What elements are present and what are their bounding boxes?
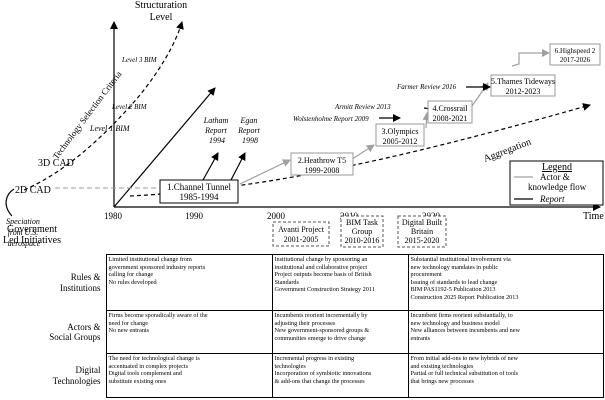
latham-arrow xyxy=(202,152,219,181)
matrix-row-rules-institutions: Rules &Institutions Limited institutiona… xyxy=(40,254,604,311)
armitt-review-label: Armitt Review 2013 xyxy=(334,103,391,111)
egan-report-label: Egan Report 1998 xyxy=(237,116,262,145)
framework-matrix: Rules &Institutions Limited institutiona… xyxy=(40,254,604,398)
legend: Legend Actor &knowledge flow Report xyxy=(509,160,604,206)
legend-title: Legend xyxy=(542,162,572,173)
level-1-bim-label: Level 1 BIM xyxy=(89,124,131,133)
speciation-note: Speciation from U.S. aerospace xyxy=(6,217,42,248)
level-3-bim-label: Level 3 BIM xyxy=(121,56,158,64)
egan-arrow xyxy=(230,152,246,181)
matrix-cell: Incumbent firms reorient substantially, … xyxy=(407,310,604,354)
year-1990: 1990 xyxy=(185,211,204,221)
latham-report-label: Latham Report 1994 xyxy=(203,116,230,145)
matrix-cell: Substantial institutional involvement vi… xyxy=(407,254,604,311)
flow-5-to-6 xyxy=(511,49,550,67)
matrix-row-actors-social-groups: Actors &Social Groups Firms become spora… xyxy=(40,310,604,354)
svg-text:Actor &knowledge flow: Actor &knowledge flow xyxy=(528,172,587,192)
flow-1-to-2 xyxy=(239,159,291,185)
cad-3d-label: 3D CAD xyxy=(38,158,74,169)
speciation-curve xyxy=(5,188,15,217)
matrix-cell: From initial add-ons to new hybrids of n… xyxy=(407,353,604,398)
diagonal-axis xyxy=(113,87,216,208)
cad-2d-label: 2D CAD xyxy=(15,185,51,196)
technology-selection-criteria-label: Technology Selection Criteria xyxy=(51,69,124,161)
flow-3-to-4 xyxy=(422,112,431,129)
farmer-review-label: Farmer Review 2016 xyxy=(396,83,457,91)
time-label: Time xyxy=(583,211,604,222)
year-1980: 1980 xyxy=(104,211,123,221)
wolstenholme-report-label: Wolstenholme Report 2009 xyxy=(293,115,369,123)
row-label-actors-social-groups: Actors &Social Groups xyxy=(49,321,101,342)
row-label-rules-institutions: Rules &Institutions xyxy=(59,272,101,293)
year-2000: 2000 xyxy=(267,211,286,221)
svg-text:Report: Report xyxy=(539,194,565,204)
